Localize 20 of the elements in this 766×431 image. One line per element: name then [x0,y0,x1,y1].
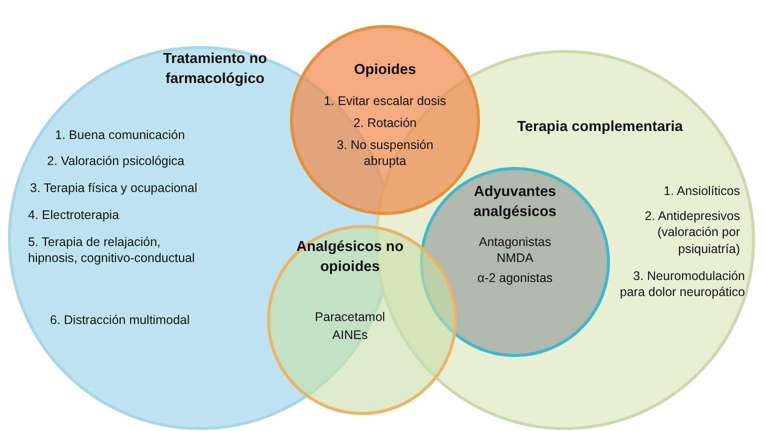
circle-heading: Analgésicos no opioides [295,238,405,277]
list-item: 1. Buena comunicación [55,127,186,144]
circle-heading: Tratamiento no farmacológico [162,50,268,89]
list-item: 2. Rotación [352,115,418,132]
circle-heading: Terapia complementaria [516,118,684,137]
list-item: AINEs [331,327,369,344]
list-item: 5. Terapia de relajación, hipnosis, cognitivo-conductual [28,234,196,266]
list-item: 1. Evitar escalar dosis [322,93,448,110]
list-item: 2. Antidepresivos (valoración por psiquiatría) [644,208,740,257]
list-item: α-2 agonistas [476,270,554,286]
list-item: 3. No suspensión abrupta [336,137,434,170]
list-item: 1. Ansiolíticos [662,183,740,200]
circle-heading: Adyuvantes analgésicos [472,183,558,222]
list-item: 3. Neuromodulación para dolor neuropático [618,268,745,300]
circle-heading: Opioides [352,61,418,80]
list-item: Paracetamol [314,309,386,326]
list-item: 4. Electroterapia [28,207,120,224]
list-item: 3. Terapia física y ocupacional [30,180,198,196]
list-item: 6. Distracción multimodal [50,312,191,328]
list-item: 2. Valoración psicológica [47,153,186,170]
